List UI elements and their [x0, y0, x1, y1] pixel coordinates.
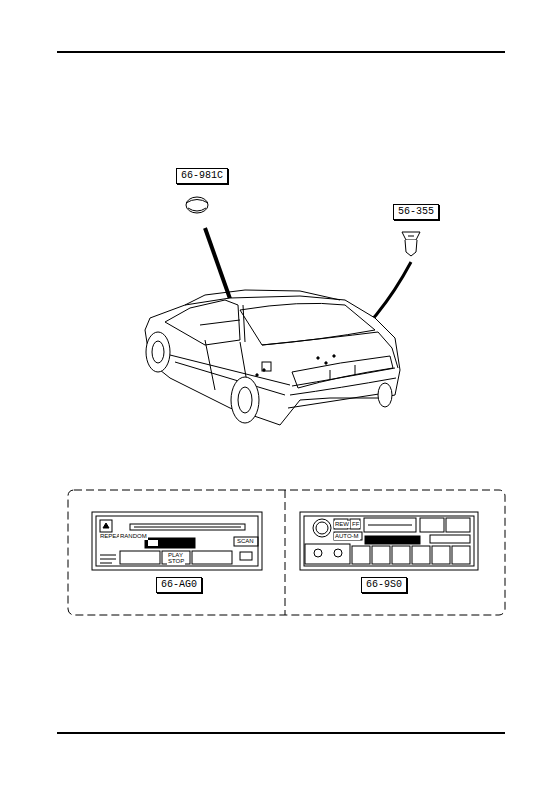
button-label: SCAN — [236, 538, 255, 545]
part-number: 66-9S0 — [366, 579, 402, 591]
callout-box: 66-AG0 — [156, 577, 202, 593]
callout-box: 66-981C — [176, 168, 228, 184]
button-label: FF — [351, 521, 360, 528]
button-label: AUTO-M — [334, 533, 360, 540]
callout-box: 56-355 — [393, 204, 439, 220]
callout-box: 66-9S0 — [361, 577, 407, 593]
button-label: REW — [334, 521, 350, 528]
part-number: 56-355 — [398, 206, 434, 218]
part-number: 66-AG0 — [161, 579, 197, 591]
button-label: RANDOM — [119, 533, 148, 540]
part-number: 66-981C — [181, 170, 223, 182]
button-label: STOP — [167, 558, 185, 565]
